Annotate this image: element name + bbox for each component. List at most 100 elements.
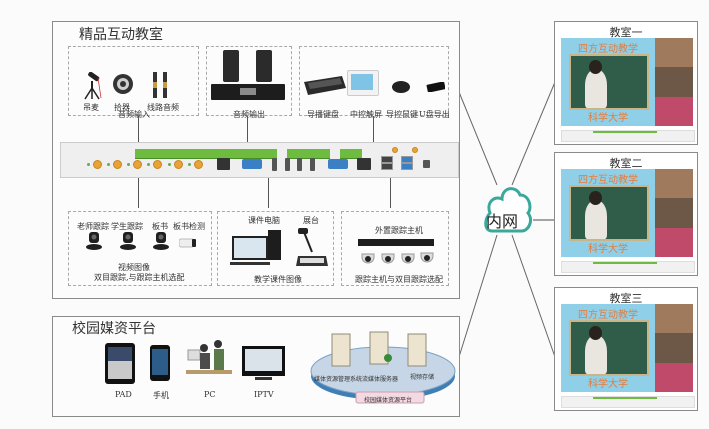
courseware-caption: 教学课件图像 — [254, 275, 302, 284]
visualizer-icon — [296, 228, 328, 266]
device-strip — [561, 396, 695, 408]
globe-icon — [384, 354, 392, 362]
server-label: 媒体资源管理系统 — [314, 376, 363, 383]
audio-input-caption: 音频输入 — [118, 110, 150, 119]
courseware-item-label: 展台 — [303, 216, 319, 225]
hdmi-port — [285, 158, 290, 171]
classroom-photo — [655, 97, 693, 126]
server-icon — [407, 333, 427, 367]
teacher-figure — [585, 336, 607, 374]
sdi-port — [153, 160, 162, 169]
link-classroom3 — [511, 234, 556, 358]
classroom-photo — [655, 228, 693, 257]
blackboard — [569, 54, 649, 110]
led — [188, 163, 191, 166]
terminal-block — [340, 149, 362, 159]
recorder-rear-panel — [60, 142, 459, 178]
device-strip-green — [593, 397, 657, 399]
audio-output-group — [206, 46, 292, 116]
classroom-banner-bottom: 科学大学 — [588, 379, 628, 390]
led — [147, 163, 150, 166]
video-caption: 视频图像 — [118, 263, 150, 272]
sdi-port — [194, 160, 203, 169]
teacher-head — [589, 60, 602, 74]
classroom-banner-top: 四方互动教学 — [578, 310, 638, 321]
speaker-right-icon — [256, 50, 272, 82]
antenna-port — [412, 147, 418, 153]
platform-label: 校园媒体资源平台 — [364, 397, 413, 404]
tracking-host-title: 外置跟踪主机 — [375, 226, 423, 235]
teacher-figure — [585, 70, 607, 108]
dome-camera-icon — [361, 253, 375, 264]
dome-camera-icon — [420, 252, 434, 263]
video-item-label: 板书 — [152, 222, 168, 231]
platform-disc — [310, 331, 456, 404]
classroom-photo — [655, 38, 693, 67]
ypbpr-port — [217, 158, 230, 170]
usb3-port — [401, 156, 413, 163]
classroom-banner-top: 四方互动教学 — [578, 44, 638, 55]
pickup-icon — [113, 74, 133, 94]
classroom-card: 教室三 四方互动教学 科学大学 — [554, 287, 698, 411]
connector — [373, 116, 374, 142]
teacher-head — [589, 191, 602, 205]
tracking-host-group — [341, 211, 449, 286]
sdi-port — [113, 160, 122, 169]
classroom-banner-bottom: 科学大学 — [588, 113, 628, 124]
touch-screen-icon — [347, 70, 379, 96]
classroom-photo — [655, 67, 693, 97]
intranet-cloud-icon — [484, 187, 532, 233]
line-audio-icon — [153, 72, 167, 98]
led — [87, 163, 90, 166]
audio-item-label: 吊麦 — [83, 103, 99, 112]
device-strip — [561, 130, 695, 142]
classroom-card: 教室二 四方互动教学 科学大学 — [554, 152, 698, 276]
keyboard-icon — [230, 262, 270, 265]
teacher-head — [589, 326, 602, 340]
classroom-photo — [655, 198, 693, 228]
link-classroom1 — [511, 81, 556, 186]
eth-port — [357, 158, 371, 170]
client-label: IPTV — [254, 390, 274, 399]
usb3-port — [401, 163, 413, 170]
courseware-group — [217, 211, 334, 286]
vga-output-port — [328, 159, 348, 169]
device-strip-green — [593, 262, 657, 264]
tracking-host-device-icon — [358, 239, 434, 246]
dc-port — [423, 160, 430, 168]
hdmi-port — [272, 158, 277, 171]
dome-camera-icon — [381, 253, 395, 264]
pad-icon — [105, 343, 135, 384]
director-keyboard-icon — [304, 76, 346, 95]
bullet-camera-icon — [179, 238, 196, 248]
audio-item-label: 拾器 — [114, 103, 130, 112]
server-label: 视频存储 — [410, 374, 435, 381]
ptz-camera-icon — [120, 232, 136, 250]
classroom-card: 教室一 四方互动教学 科学大学 — [554, 21, 698, 145]
terminal-block — [135, 149, 277, 159]
iptv-icon — [242, 346, 285, 376]
link-media — [458, 234, 498, 358]
classroom-banner-bottom: 科学大学 — [588, 244, 628, 255]
teacher-figure — [585, 201, 607, 239]
server-icon — [331, 333, 351, 367]
sdi-port — [133, 160, 142, 169]
led — [127, 163, 130, 166]
audio-output-caption: 音频输出 — [233, 110, 265, 119]
pc-tower-icon — [268, 230, 281, 260]
connector — [390, 178, 391, 208]
device-strip-green — [593, 131, 657, 133]
control-item-label: 导控鼠键 — [386, 110, 418, 119]
client-label: PC — [204, 390, 216, 399]
client-label: 手机 — [153, 391, 169, 400]
led — [107, 163, 110, 166]
classroom-title: 教室三 — [609, 292, 643, 305]
usb-port — [381, 156, 393, 163]
iptv-stand — [255, 377, 272, 380]
ptz-camera-icon — [86, 232, 102, 250]
audio-input-group — [68, 46, 199, 116]
hdmi-port — [297, 158, 302, 171]
classroom-photo — [655, 333, 693, 363]
server-label: 流媒体服务器 — [362, 376, 399, 383]
